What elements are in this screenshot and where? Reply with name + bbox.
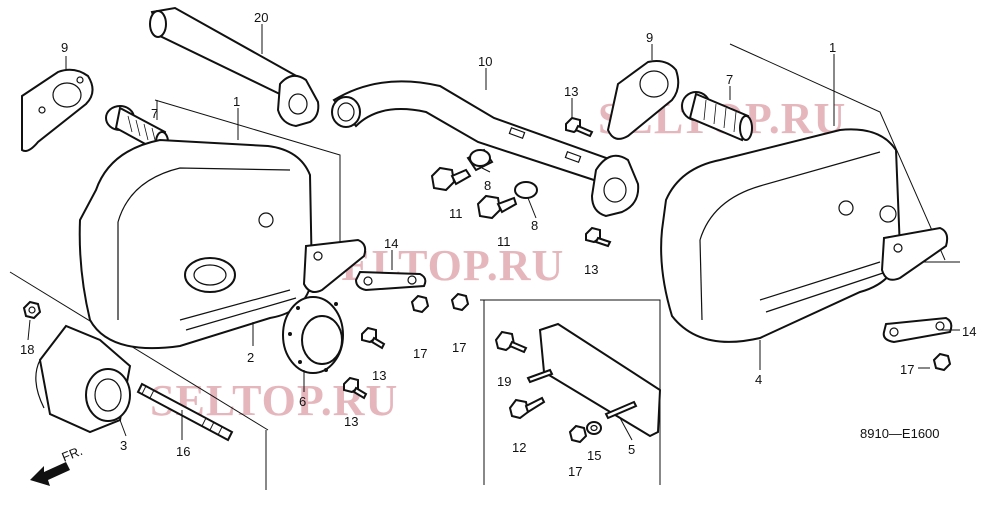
reference-lines bbox=[9, 43, 960, 490]
callout-5: 5 bbox=[628, 442, 635, 457]
callout-6: 6 bbox=[299, 394, 306, 409]
stud-small bbox=[526, 368, 638, 420]
callout-13-c: 13 bbox=[372, 368, 386, 383]
callout-12: 12 bbox=[512, 440, 526, 455]
bolt-13d bbox=[343, 376, 368, 400]
callout-4: 4 bbox=[755, 372, 762, 387]
callout-9-left: 9 bbox=[61, 40, 68, 55]
left-muffler bbox=[78, 138, 314, 350]
right-gasket bbox=[606, 60, 680, 140]
exhaust-manifold bbox=[35, 324, 132, 434]
nut-18 bbox=[22, 300, 42, 320]
callouts: 9 20 7 1 10 9 7 1 13 8 8 11 11 13 14 2 6… bbox=[20, 10, 976, 479]
callout-15: 15 bbox=[587, 448, 601, 463]
muffler-protector bbox=[282, 296, 344, 374]
callout-8-a: 8 bbox=[484, 178, 491, 193]
callout-17-b: 17 bbox=[452, 340, 466, 355]
right-muffler bbox=[660, 128, 902, 343]
callout-3: 3 bbox=[120, 438, 127, 453]
callout-8-b: 8 bbox=[531, 218, 538, 233]
collar-8a bbox=[466, 148, 494, 172]
callout-1-right: 1 bbox=[829, 40, 836, 55]
front-label: FR. bbox=[60, 443, 85, 465]
callout-13-b: 13 bbox=[584, 262, 598, 277]
drawing-code: 8910—E1600 bbox=[860, 426, 940, 441]
callout-7-left: 7 bbox=[151, 106, 158, 121]
bolt-19 bbox=[494, 330, 528, 354]
bolt-11a bbox=[430, 166, 472, 192]
callout-1-left: 1 bbox=[233, 94, 240, 109]
callout-13-d: 13 bbox=[344, 414, 358, 429]
joint-plate-14b bbox=[882, 316, 953, 344]
bolt-11b bbox=[476, 194, 518, 220]
nut-17c bbox=[568, 424, 588, 444]
bolt-12 bbox=[508, 396, 546, 420]
callout-20: 20 bbox=[254, 10, 268, 25]
nut-17a bbox=[410, 294, 430, 314]
callout-2: 2 bbox=[247, 350, 254, 365]
callout-14-a: 14 bbox=[384, 236, 398, 251]
callout-10: 10 bbox=[478, 54, 492, 69]
callout-16: 16 bbox=[176, 444, 190, 459]
right-bracket bbox=[880, 226, 949, 281]
callout-18: 18 bbox=[20, 342, 34, 357]
stud-bolt bbox=[136, 382, 234, 442]
callout-17-a: 17 bbox=[413, 346, 427, 361]
exhaust-pipe-main bbox=[331, 80, 640, 218]
left-gasket bbox=[21, 68, 94, 152]
bolt-13b bbox=[585, 226, 612, 248]
nut-17b bbox=[450, 292, 470, 312]
callout-7-right: 7 bbox=[726, 72, 733, 87]
bolt-13a bbox=[565, 116, 594, 138]
collar-8b bbox=[514, 181, 538, 199]
callout-17-d: 17 bbox=[900, 362, 914, 377]
bolt-13c bbox=[361, 326, 386, 350]
callout-13-a: 13 bbox=[564, 84, 578, 99]
leader-lines bbox=[27, 24, 960, 441]
callout-19: 19 bbox=[497, 374, 511, 389]
callout-9-right: 9 bbox=[646, 30, 653, 45]
callout-11-b: 11 bbox=[497, 234, 511, 249]
front-arrow-icon: FR. bbox=[30, 443, 85, 486]
joint-plate-14a bbox=[354, 270, 427, 292]
callout-11-a: 11 bbox=[449, 206, 463, 221]
callout-14-b: 14 bbox=[962, 324, 976, 339]
right-spark-arrester bbox=[681, 91, 753, 142]
heat-shield-plate bbox=[538, 322, 662, 438]
left-bracket bbox=[302, 238, 367, 293]
nut-17d bbox=[932, 352, 952, 372]
callout-17-c: 17 bbox=[568, 464, 582, 479]
exhaust-pipe-upper bbox=[149, 6, 320, 128]
washer-15 bbox=[586, 421, 602, 435]
